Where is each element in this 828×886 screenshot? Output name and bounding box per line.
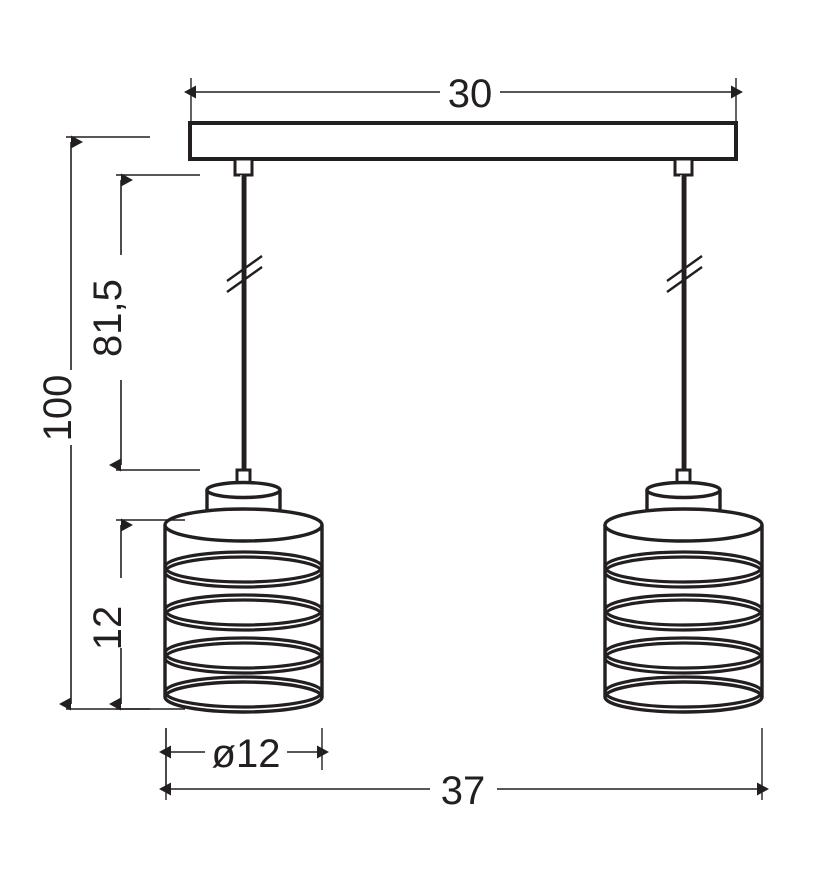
dimension-total-height: 100 [36, 135, 150, 711]
dim-label-shade-height: 12 [86, 606, 130, 651]
shade-ring-1b-right [603, 550, 764, 584]
shade-ring-3-left [163, 641, 324, 675]
cage-shade-left [163, 507, 324, 714]
ceiling-mount-bar [188, 121, 738, 161]
canopy-body [188, 121, 738, 161]
rod-break-symbol-left [226, 255, 263, 293]
shade-ring-3-right [603, 641, 764, 675]
shade-ring-2b-left [163, 593, 324, 627]
dim-label-suspension-height: 81,5 [86, 279, 130, 357]
shade-bottom-ring-b-right [603, 675, 764, 709]
shade-ring-3b-left [163, 636, 324, 670]
lamp-right [603, 157, 764, 714]
shade-top-inner-right [604, 524, 763, 542]
rod-connector-right [673, 157, 694, 177]
shade-ring-2-right [603, 598, 764, 632]
shade-bottom-ring-b-left [163, 675, 324, 709]
dimension-suspension-height: 81,5 [86, 173, 200, 472]
shade-top-inner-left [164, 524, 323, 542]
dimension-overall-width: 37 [159, 728, 769, 813]
dimension-canopy-width: 30 [184, 72, 743, 124]
dim-label-shade-diameter: ø12 [212, 732, 281, 776]
shade-bottom-ring-right [603, 680, 764, 714]
rod-break-symbol-right [666, 255, 703, 293]
shade-ring-1b-left [163, 550, 324, 584]
shade-ring-3b-right [603, 636, 764, 670]
shade-ring-1-right [603, 555, 764, 589]
dimension-shade-height: 12 [86, 518, 185, 711]
dim-label-overall-width: 37 [441, 769, 486, 813]
dim-label-total-height: 100 [36, 375, 80, 442]
dim-label-canopy-width: 30 [448, 72, 493, 116]
shade-bottom-ring-left [163, 680, 324, 714]
shade-ring-2-left [163, 598, 324, 632]
shade-ring-2b-right [603, 593, 764, 627]
lamp-left [163, 157, 324, 714]
cage-shade-right [603, 507, 764, 714]
shade-ring-1-left [163, 555, 324, 589]
rod-connector-left [233, 157, 254, 177]
